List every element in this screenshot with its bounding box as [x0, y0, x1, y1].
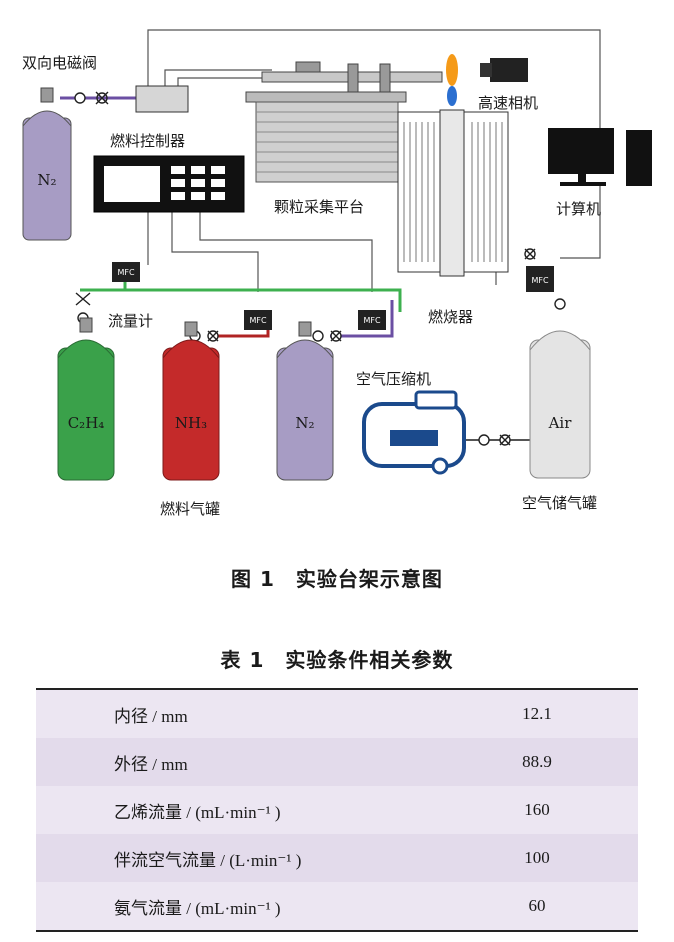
svg-text:Air: Air	[548, 414, 573, 432]
table-row: 内径 / mm 12.1	[36, 688, 638, 738]
air-tank: Air	[529, 330, 591, 479]
svg-text:MFC: MFC	[117, 268, 135, 277]
svg-text:MFC: MFC	[249, 316, 267, 325]
air-compressor	[362, 390, 466, 475]
regulator-icon	[478, 434, 490, 446]
label-burner: 燃烧器	[428, 308, 473, 326]
param-value: 100	[436, 834, 638, 882]
label-compressor: 空气压缩机	[356, 370, 431, 388]
svg-text:MFC: MFC	[363, 316, 381, 325]
c2h4-tank: C₂H₄	[57, 317, 115, 481]
experimental-setup-diagram: 双向电磁阀 N₂ 燃料控制器 颗粒采集平台	[22, 29, 652, 518]
regulator-icon	[312, 330, 324, 342]
computer-icon	[548, 128, 652, 186]
n2-tank-bottom: N₂	[276, 321, 334, 481]
mfc-units: MFC MFC MFC MFC	[112, 262, 554, 330]
param-value: 160	[436, 786, 638, 834]
param-value: 60	[436, 882, 638, 932]
table-row: 乙烯流量 / (mL·min⁻¹ ) 160	[36, 786, 638, 834]
param-value: 12.1	[436, 688, 638, 738]
svg-text:MFC: MFC	[531, 276, 549, 285]
table-caption: 表 1 实验条件相关参数	[220, 648, 454, 672]
table-row: 氨气流量 / (mL·min⁻¹ ) 60	[36, 882, 638, 932]
burner	[397, 54, 509, 277]
particle-platform	[245, 61, 443, 183]
param-name: 氨气流量 / (mL·min⁻¹ )	[36, 882, 436, 932]
label-air-storage: 空气储气罐	[522, 494, 597, 512]
svg-text:C₂H₄: C₂H₄	[68, 414, 105, 432]
bidirectional-valve-box	[135, 85, 189, 113]
camera-icon	[480, 58, 528, 82]
label-fuel-tank: 燃料气罐	[160, 500, 220, 518]
regulator-icon	[554, 298, 566, 310]
regulator-icon	[74, 92, 86, 104]
control-wires	[147, 29, 601, 292]
label-fuel-controller: 燃料控制器	[110, 132, 185, 150]
svg-text:N₂: N₂	[37, 171, 56, 189]
nh3-tank: NH₃	[162, 321, 220, 481]
label-flowmeter: 流量计	[108, 312, 153, 330]
figure-caption: 图 1 实验台架示意图	[231, 567, 443, 591]
table-row: 伴流空气流量 / (L·min⁻¹ ) 100	[36, 834, 638, 882]
label-computer: 计算机	[556, 200, 601, 218]
param-name: 乙烯流量 / (mL·min⁻¹ )	[36, 786, 436, 834]
param-name: 伴流空气流量 / (L·min⁻¹ )	[36, 834, 436, 882]
param-name: 外径 / mm	[36, 738, 436, 786]
svg-text:NH₃: NH₃	[175, 414, 207, 432]
n2-tank-top: N₂	[22, 87, 72, 241]
flame-icon	[446, 54, 458, 86]
label-bidirectional-valve: 双向电磁阀	[22, 54, 97, 72]
label-camera: 高速相机	[478, 94, 538, 112]
table-row: 外径 / mm 88.9	[36, 738, 638, 786]
fuel-controller	[93, 155, 245, 213]
svg-text:N₂: N₂	[295, 414, 314, 432]
param-name: 内径 / mm	[36, 688, 436, 738]
param-value: 88.9	[436, 738, 638, 786]
parameter-table: 内径 / mm 12.1 外径 / mm 88.9 乙烯流量 / (mL·min…	[36, 688, 638, 932]
label-particle-platform: 颗粒采集平台	[274, 198, 364, 216]
